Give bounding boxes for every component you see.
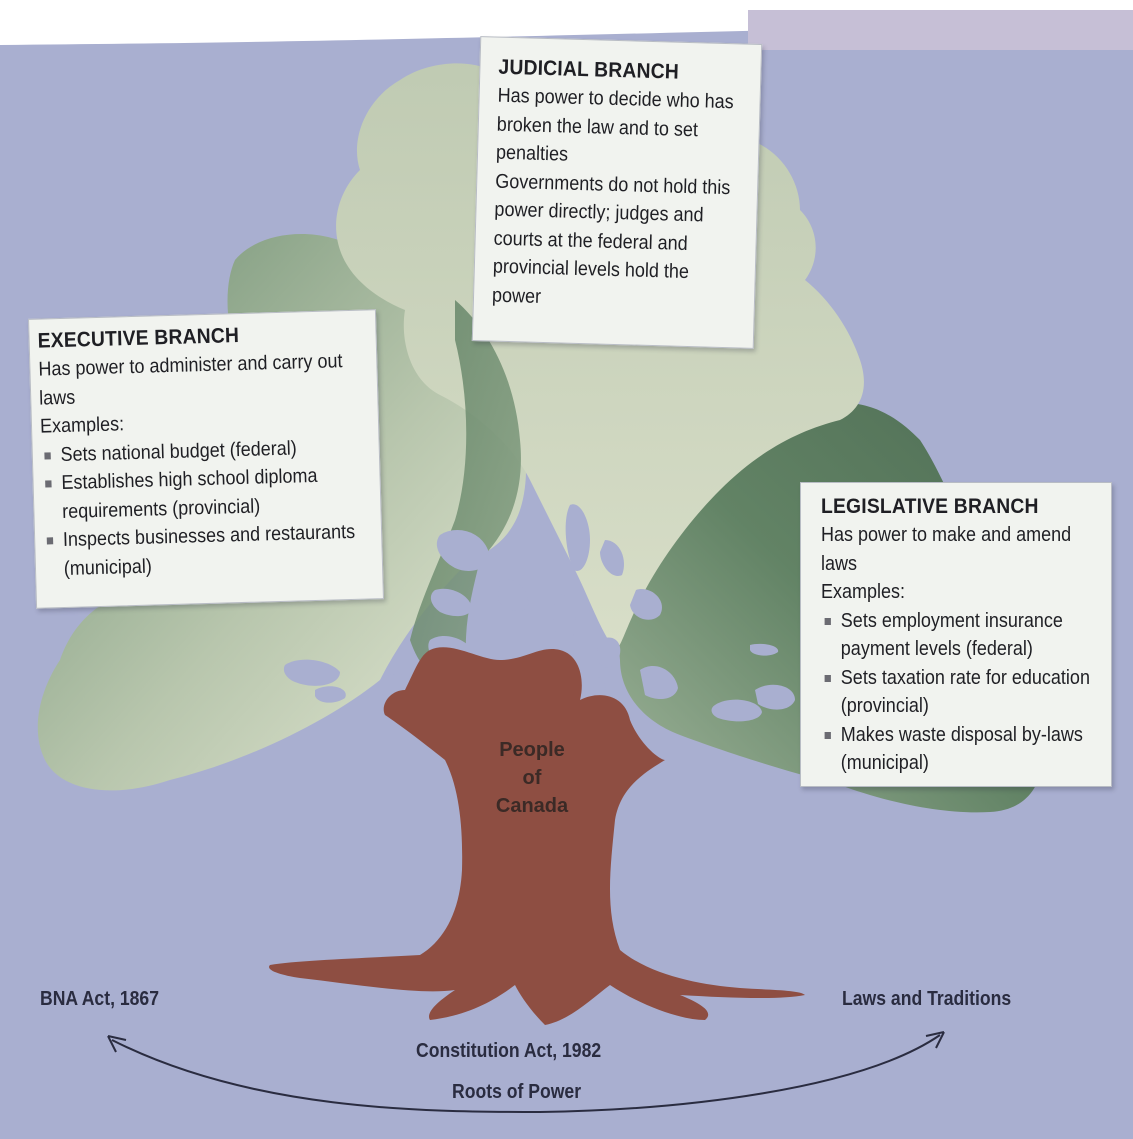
bullet-icon	[824, 617, 831, 625]
executive-branch-box: EXECUTIVE BRANCH Has power to administer…	[28, 309, 384, 609]
legislative-example: Sets employment insurance payment levels…	[840, 609, 1063, 661]
list-item: Makes waste disposal by-laws (municipal)	[821, 721, 1101, 778]
judicial-branch-text: Has power to decide who has broken the l…	[492, 82, 746, 317]
list-item: Inspects businesses and restaurants (mun…	[43, 517, 370, 583]
executive-example: Establishes high school diploma requirem…	[61, 464, 318, 523]
bullet-icon	[45, 480, 52, 488]
bullet-icon	[824, 674, 831, 682]
judicial-branch-description: Has power to decide who has broken the l…	[495, 84, 735, 166]
judicial-branch-box: JUDICIAL BRANCH Has power to decide who …	[471, 36, 763, 349]
page-corner-accent	[748, 10, 1133, 50]
bullet-icon	[46, 537, 54, 545]
root-label-bna-act: BNA Act, 1867	[40, 988, 160, 1010]
judicial-branch-title: JUDICIAL BRANCH	[498, 55, 680, 84]
legislative-branch-box: LEGISLATIVE BRANCH Has power to make and…	[800, 482, 1112, 787]
legislative-branch-text: Has power to make and amend laws Example…	[821, 521, 1101, 778]
executive-example: Sets national budget (federal)	[60, 436, 297, 466]
trunk-label: People of Canada	[470, 736, 594, 820]
canopy-middle-shadow	[410, 300, 521, 683]
legislative-examples-list: Sets employment insurance payment levels…	[821, 607, 1101, 778]
executive-examples-list: Sets national budget (federal) Establish…	[40, 432, 370, 584]
trunk-label-line: Canada	[495, 795, 569, 817]
roots-of-power-caption: Roots of Power	[452, 1081, 582, 1103]
legislative-example: Makes waste disposal by-laws (municipal)	[840, 723, 1083, 775]
legislative-example: Sets taxation rate for education (provin…	[840, 666, 1090, 718]
list-item: Sets employment insurance payment levels…	[821, 607, 1101, 664]
roots-arrow-right-head	[925, 1031, 945, 1049]
legislative-branch-title: LEGISLATIVE BRANCH	[821, 495, 1039, 518]
trunk-label-line: People	[499, 739, 565, 761]
legislative-examples-label: Examples:	[821, 581, 906, 603]
legislative-branch-description: Has power to make and amend laws	[821, 524, 1072, 575]
list-item: Sets taxation rate for education (provin…	[821, 664, 1101, 721]
root-label-constitution-act: Constitution Act, 1982	[416, 1040, 602, 1062]
list-item: Establishes high school diploma requirem…	[41, 461, 368, 527]
roots-arrow-left-head	[107, 1035, 127, 1053]
root-label-laws-traditions: Laws and Traditions	[842, 988, 1012, 1010]
bullet-icon	[44, 451, 51, 460]
bullet-icon	[824, 731, 831, 739]
roots-arrow	[111, 1034, 941, 1114]
trunk	[269, 647, 806, 1025]
judicial-branch-note: Governments do not hold this power direc…	[491, 170, 731, 308]
trunk-label-line: of	[522, 767, 542, 789]
executive-branch-description: Has power to administer and carry out la…	[38, 350, 343, 410]
executive-branch-text: Has power to administer and carry out la…	[38, 347, 370, 584]
executive-example: Inspects businesses and restaurants (mun…	[62, 520, 356, 580]
